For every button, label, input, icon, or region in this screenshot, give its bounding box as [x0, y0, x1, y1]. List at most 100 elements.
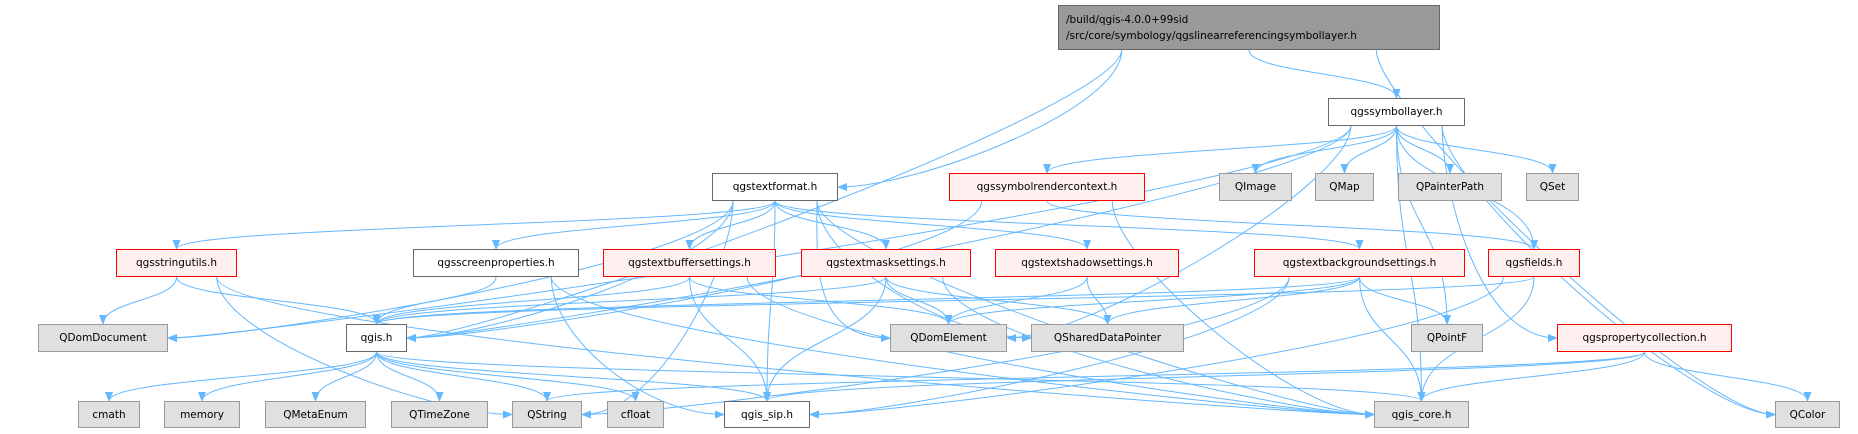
edge-propertycollection-to-qstring — [543, 351, 1645, 402]
node-qset[interactable]: QSet — [1526, 173, 1579, 201]
node-textmask[interactable]: qgstextmasksettings.h — [801, 249, 971, 277]
node-qgis-sip[interactable]: qgis_sip.h — [724, 401, 810, 428]
node-label: QMetaEnum — [283, 408, 348, 421]
edge-textshadow-to-qshareddatapointer — [1086, 276, 1112, 325]
node-qdomdocument[interactable]: QDomDocument — [38, 324, 168, 352]
edge-symbollayer-to-qmap — [1340, 125, 1397, 174]
edge-propertycollection-to-qcolor — [1644, 351, 1812, 402]
node-textshadow[interactable]: qgstextshadowsettings.h — [995, 249, 1179, 277]
edge-textbuffer-to-qdomelement — [689, 276, 953, 325]
edge-textbuffer-to-qgis — [372, 276, 690, 325]
node-symbolrendercontext[interactable]: qgssymbolrendercontext.h — [949, 173, 1145, 201]
node-screenproperties[interactable]: qgsscreenproperties.h — [413, 249, 579, 277]
edge-root-to-textformat — [837, 49, 1123, 191]
edge-stringutils-to-qgis — [176, 276, 381, 325]
node-label: qgsstringutils.h — [135, 257, 217, 269]
edge-textformat-to-qgis_sip — [763, 200, 776, 402]
edge-symbollayer-to-qset — [1396, 125, 1557, 174]
edge-textbuffer-to-qgis_core — [746, 276, 1375, 419]
edge-textformat-to-screenproperties — [492, 200, 776, 250]
edge-textbackground-to-qgis — [372, 276, 1360, 325]
edge-stringutils-to-qdomdocument — [99, 276, 177, 325]
edge-propertycollection-to-qgis_core — [1417, 351, 1645, 402]
node-fields[interactable]: qgsfields.h — [1488, 249, 1580, 277]
node-propertycollection[interactable]: qgspropertycollection.h — [1557, 324, 1732, 352]
edge-textbackground-to-qgis_sip — [809, 276, 1290, 419]
edge-fields-to-qgis — [372, 276, 1535, 325]
root-path-line-1: /build/qgis-4.0.0+99sid — [1066, 13, 1189, 26]
edge-qgis-to-cfloat — [376, 351, 640, 402]
edge-textformat-to-qdomdocument — [167, 200, 734, 342]
edge-qgis-to-memory — [198, 351, 377, 402]
node-cmath[interactable]: cmath — [78, 401, 140, 428]
edge-textformat-to-textbackground — [774, 200, 1364, 250]
edge-symbolrendercontext-to-qgis — [406, 200, 983, 342]
node-qtimezone[interactable]: QTimeZone — [391, 401, 488, 428]
edge-qgis-to-cmath — [105, 351, 377, 402]
edge-textmask-to-qgis_sip — [763, 276, 887, 402]
edge-textformat-to-stringutils — [172, 200, 776, 250]
node-label: qgstextbuffersettings.h — [628, 257, 751, 269]
node-memory[interactable]: memory — [164, 401, 240, 428]
edge-textformat-to-qdomelement — [816, 200, 891, 342]
edge-textmask-to-qgis_core — [942, 276, 1375, 419]
node-textformat[interactable]: qgstextformat.h — [712, 173, 838, 201]
node-qmetaenum[interactable]: QMetaEnum — [265, 401, 366, 428]
node-label: QMap — [1329, 181, 1360, 193]
node-label: qgstextmasksettings.h — [826, 257, 946, 269]
edge-fields-to-qgis_sip — [809, 276, 1504, 419]
node-label: QDomElement — [910, 332, 987, 344]
node-qdomelement[interactable]: QDomElement — [890, 324, 1007, 352]
node-qimage[interactable]: QImage — [1219, 173, 1292, 201]
edge-symbollayer-to-symbolrendercontext — [1043, 125, 1397, 174]
edge-screenproperties-to-qgis_sip — [550, 276, 725, 419]
root-path-line-2: /src/core/symbology/qgslinearreferencing… — [1066, 29, 1357, 42]
node-label: QString — [527, 408, 567, 421]
node-cfloat[interactable]: cfloat — [607, 401, 664, 428]
node-label: cmath — [92, 408, 126, 421]
edge-textbackground-to-qdomelement — [944, 276, 1360, 325]
node-qmap[interactable]: QMap — [1315, 173, 1374, 201]
edge-symbolrendercontext-to-fields — [1046, 200, 1538, 250]
edge-symbollayer-to-qcolor — [1441, 125, 1776, 419]
edge-symbollayer-to-qpointf — [1396, 125, 1451, 325]
edge-qgis-to-qgis_sip — [376, 351, 771, 402]
node-qstring[interactable]: QString — [512, 401, 582, 428]
edge-textformat-to-textbuffer — [685, 200, 776, 250]
edge-textshadow-to-qdomelement — [944, 276, 1088, 325]
edge-qgis-to-qgis_core — [376, 351, 1426, 402]
edge-root-to-symbollayer — [1248, 49, 1401, 99]
edge-propertycollection-to-qgis_sip — [763, 351, 1645, 402]
node-label: qgstextshadowsettings.h — [1021, 257, 1153, 269]
node-label: QColor — [1789, 408, 1826, 421]
node-qgis[interactable]: qgis.h — [346, 324, 407, 352]
edge-textformat-to-qgis — [406, 200, 734, 342]
node-label: cfloat — [620, 408, 651, 421]
node-qshareddatapointer[interactable]: QSharedDataPointer — [1031, 324, 1184, 352]
node-qcolor[interactable]: QColor — [1775, 401, 1840, 428]
node-label: qgssymbolrendercontext.h — [976, 181, 1118, 193]
root-file-node[interactable]: /build/qgis-4.0.0+99sid /src/core/symbol… — [1058, 5, 1440, 50]
node-qpainterpath[interactable]: QPainterPath — [1398, 173, 1502, 201]
node-qgis-core[interactable]: qgis_core.h — [1374, 401, 1469, 428]
node-label: QSet — [1539, 181, 1566, 193]
edge-stringutils-to-qgis_core — [216, 276, 1375, 419]
node-symbollayer[interactable]: qgssymbollayer.h — [1328, 98, 1465, 126]
edge-symbollayer-to-propertycollection — [1441, 125, 1558, 342]
edge-root-to-qgis — [406, 49, 1123, 342]
node-label: memory — [180, 408, 224, 421]
node-stringutils[interactable]: qgsstringutils.h — [116, 249, 237, 277]
node-label: QPainterPath — [1415, 181, 1485, 193]
node-label: qgsscreenproperties.h — [437, 257, 555, 269]
edge-textformat-to-textshadow — [774, 200, 1091, 250]
edge-textbackground-to-qgis_core — [1359, 276, 1426, 402]
node-textbackground[interactable]: qgstextbackgroundsettings.h — [1254, 249, 1465, 277]
node-qpointf[interactable]: QPointF — [1411, 324, 1483, 352]
edge-qgis-to-qmetaenum — [311, 351, 377, 402]
edge-symbolrendercontext-to-qgis_core — [1111, 200, 1375, 419]
node-textbuffer[interactable]: qgstextbuffersettings.h — [603, 249, 776, 277]
edge-textbackground-to-qpointf — [1359, 276, 1451, 325]
edge-qgis-to-qtimezone — [376, 351, 444, 402]
